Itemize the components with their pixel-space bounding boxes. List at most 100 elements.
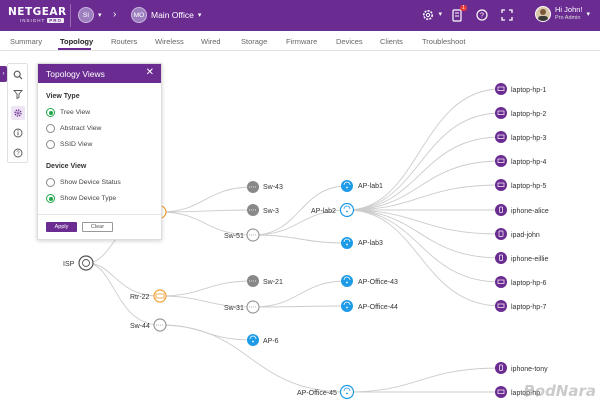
client-node[interactable]: ipad-john (495, 228, 540, 240)
tab-wireless[interactable]: Wireless (155, 37, 184, 46)
rtr22-label: Rtr-22 (130, 294, 150, 301)
help-button[interactable]: ? (475, 8, 489, 22)
tab-storage[interactable]: Storage (241, 37, 268, 46)
client-node[interactable]: iphone-alice (495, 204, 549, 216)
client-label: laptop-hp-7 (511, 304, 547, 311)
notifications-button[interactable]: 1 (450, 5, 467, 22)
tab-troubleshoot[interactable]: Troubleshoot (422, 37, 466, 46)
client-label: laptop-hp-2 (511, 111, 547, 118)
radio-label: Show Device Status (60, 179, 121, 186)
apoffice43-label: AP-Office-43 (358, 279, 398, 286)
sw43-label: Sw-43 (263, 184, 283, 191)
device-view-heading: Device View (46, 163, 87, 170)
radio-button[interactable] (46, 124, 55, 133)
apply-button[interactable]: Apply (46, 222, 77, 232)
radio-show-device-status[interactable]: Show Device Status (46, 178, 121, 187)
rail-collapse-button[interactable]: ‹ (0, 66, 7, 82)
client-node[interactable]: iphone-tony (495, 362, 548, 374)
fullscreen-button[interactable] (500, 8, 514, 22)
topology-canvas[interactable]: ISP Rtr-22 Sw-44 Sw-43 Sw-3 Sw-51 Sw-21 (0, 52, 600, 400)
client-label: ipad-john (511, 232, 540, 239)
client-label: laptop-hp-6 (511, 280, 547, 287)
watermark: BodNara (523, 382, 596, 400)
rail-info-button[interactable] (11, 126, 25, 140)
sw51-label: Sw-51 (224, 233, 244, 240)
location-switcher[interactable]: MO Main Office ▾ (131, 7, 201, 23)
router-node-rtr22[interactable]: Rtr-22 (130, 289, 167, 303)
tab-devices[interactable]: Devices (336, 37, 363, 46)
tab-summary[interactable]: Summary (10, 37, 43, 46)
client-node[interactable]: laptop-hp (495, 386, 540, 398)
switch-node-sw21[interactable]: Sw-21 (247, 275, 283, 287)
rail-search-button[interactable] (11, 68, 25, 82)
isp-node[interactable]: ISP (63, 255, 94, 271)
client-node[interactable]: laptop-hp-1 (495, 83, 547, 95)
ap6-label: AP-6 (263, 338, 279, 345)
switch-node-sw44[interactable]: Sw-44 (130, 318, 167, 332)
client-node[interactable]: laptop-hp-7 (495, 300, 547, 312)
location-avatar: MO (131, 7, 147, 23)
switch-node-sw43[interactable]: Sw-43 (247, 181, 283, 193)
tab-routers[interactable]: Routers (111, 37, 138, 46)
aplab3-label: AP-lab3 (358, 240, 383, 247)
client-node[interactable]: laptop-hp-6 (495, 276, 547, 288)
tab-clients[interactable]: Clients (380, 37, 403, 46)
settings-menu-button[interactable]: ▾ (421, 8, 442, 22)
tab-firmware[interactable]: Firmware (286, 37, 318, 46)
client-node[interactable]: iphone-eillie (495, 252, 548, 264)
ap-node-office44[interactable]: AP-Office-44 (341, 300, 398, 312)
client-node[interactable]: laptop-hp-2 (495, 107, 547, 119)
client-node[interactable]: laptop-hp-3 (495, 131, 547, 143)
chevron-down-icon: ▾ (197, 12, 202, 19)
sw3-label: Sw-3 (263, 208, 279, 215)
radio-abstract-view[interactable]: Abstract View (46, 124, 101, 133)
topology-links (85, 88, 502, 393)
isp-label: ISP (63, 261, 75, 268)
radio-button[interactable] (46, 178, 55, 187)
chevron-down-icon: ▾ (438, 11, 442, 18)
aplab2-label: AP-lab2 (311, 208, 336, 215)
ap-node-lab3[interactable]: AP-lab3 (341, 237, 383, 249)
ap-node-lab2[interactable]: AP-lab2 (311, 202, 355, 218)
account-switcher[interactable]: SI ▾ (78, 7, 102, 23)
close-icon[interactable]: ✕ (145, 67, 154, 78)
radio-button[interactable] (46, 140, 55, 149)
filter-icon (13, 90, 23, 99)
radio-label: Abstract View (60, 125, 102, 132)
radio-tree-view[interactable]: Tree View (46, 108, 90, 117)
radio-show-device-type[interactable]: Show Device Type (46, 194, 116, 203)
tab-topology[interactable]: Topology (60, 37, 94, 46)
client-node[interactable]: laptop-hp-4 (495, 155, 547, 167)
aplab1-label: AP-lab1 (358, 183, 383, 190)
radio-button[interactable] (46, 108, 55, 117)
user-menu[interactable]: Hi John! Pro Admin ▾ (535, 6, 590, 22)
search-icon (13, 70, 23, 80)
rail-settings-button[interactable] (11, 106, 25, 120)
sw44-label: Sw-44 (130, 323, 150, 330)
svg-text:?: ? (16, 151, 20, 157)
user-avatar (535, 6, 551, 22)
rail-help-button[interactable]: ? (11, 146, 25, 160)
client-label: laptop-hp-1 (511, 87, 547, 94)
ap-node-office43[interactable]: AP-Office-43 (341, 275, 398, 287)
ap-node-office45[interactable]: AP-Office-45 (297, 384, 355, 400)
tab-wired[interactable]: Wired (201, 37, 221, 46)
client-label: iphone-alice (511, 208, 549, 215)
clear-button[interactable]: Clear (82, 222, 113, 232)
radio-label: Show Device Type (60, 195, 117, 202)
ap-node-ap6[interactable]: AP-6 (247, 334, 279, 346)
location-name: Main Office (151, 10, 194, 20)
ap-node-lab1[interactable]: AP-lab1 (341, 180, 383, 192)
client-node[interactable]: laptop-hp-5 (495, 179, 547, 191)
radio-ssid-view[interactable]: SSID View (46, 140, 92, 149)
switch-node-sw51[interactable]: Sw-51 (224, 228, 260, 242)
user-info: Hi John! Pro Admin (555, 6, 583, 22)
rail-filter-button[interactable] (11, 87, 25, 101)
switch-node-sw31[interactable]: Sw-31 (224, 300, 260, 314)
help-icon: ? (13, 148, 23, 158)
switch-node-sw3[interactable]: Sw-3 (247, 204, 279, 216)
netgear-logo[interactable]: NETGEAR (8, 6, 67, 18)
apoffice44-label: AP-Office-44 (358, 304, 398, 311)
radio-button[interactable] (46, 194, 55, 203)
